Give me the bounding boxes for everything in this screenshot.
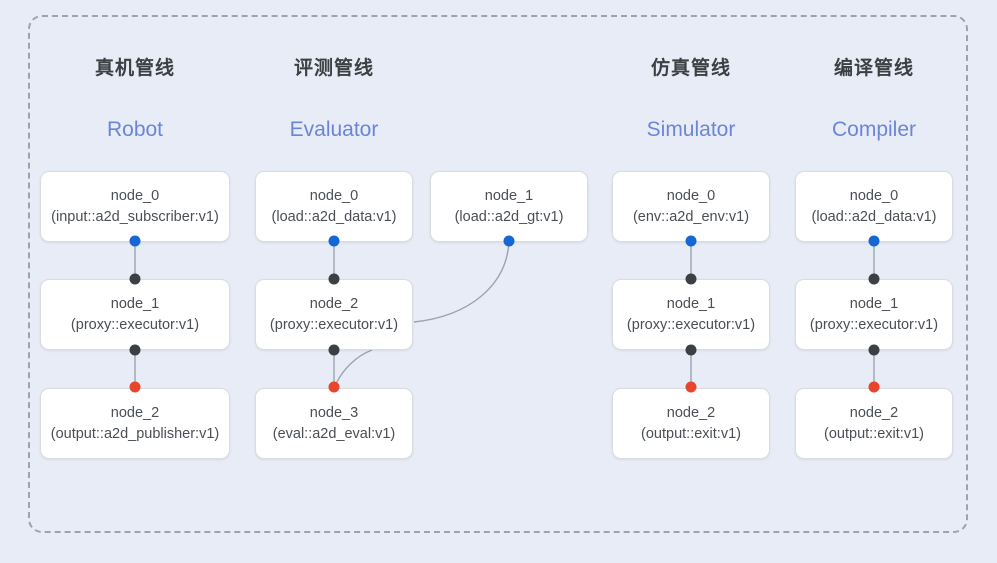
port-output-simulator-2[interactable] — [685, 381, 697, 393]
node-id: node_2 — [849, 404, 899, 421]
node-id: node_0 — [110, 187, 160, 204]
port-in-evaluator-2[interactable] — [328, 273, 340, 285]
node-type: (proxy::executor:v1) — [70, 316, 200, 333]
node-type: (eval::a2d_eval:v1) — [272, 425, 396, 442]
node-compiler-1[interactable]: node_1 (proxy::executor:v1) — [795, 279, 953, 350]
node-compiler-0[interactable]: node_0 (load::a2d_data:v1) — [795, 171, 953, 242]
node-simulator-2[interactable]: node_2 (output::exit:v1) — [612, 388, 770, 459]
node-robot-0[interactable]: node_0 (input::a2d_subscriber:v1) — [40, 171, 230, 242]
node-id: node_3 — [309, 404, 359, 421]
port-in-simulator-1[interactable] — [685, 273, 697, 285]
column-title-cn-compiler: 编译管线 — [833, 58, 914, 79]
port-out-simulator-1[interactable] — [685, 344, 697, 356]
column-title-cn-simulator: 仿真管线 — [650, 58, 731, 79]
port-input-evaluator-0[interactable] — [328, 235, 340, 247]
pipeline-column-compiler: 编译管线 Compiler — [795, 55, 953, 144]
node-id: node_1 — [666, 295, 716, 312]
port-output-evaluator-3[interactable] — [328, 381, 340, 393]
node-type: (proxy::executor:v1) — [626, 316, 756, 333]
node-id: node_0 — [666, 187, 716, 204]
port-out-evaluator-2[interactable] — [328, 344, 340, 356]
port-input-simulator-0[interactable] — [685, 235, 697, 247]
pipeline-column-simulator: 仿真管线 Simulator — [612, 55, 770, 144]
node-id: node_0 — [309, 187, 359, 204]
column-title-en-simulator: Simulator — [646, 118, 736, 141]
node-type: (proxy::executor:v1) — [269, 316, 399, 333]
node-evaluator-1[interactable]: node_1 (load::a2d_gt:v1) — [430, 171, 588, 242]
node-simulator-0[interactable]: node_0 (env::a2d_env:v1) — [612, 171, 770, 242]
port-input-robot-0[interactable] — [129, 235, 141, 247]
node-compiler-2[interactable]: node_2 (output::exit:v1) — [795, 388, 953, 459]
node-type: (load::a2d_data:v1) — [811, 208, 937, 225]
port-in-robot-1[interactable] — [129, 273, 141, 285]
port-output-robot-2[interactable] — [129, 381, 141, 393]
node-id: node_1 — [110, 295, 160, 312]
node-id: node_2 — [110, 404, 160, 421]
port-input-evaluator-1[interactable] — [503, 235, 515, 247]
node-id: node_1 — [849, 295, 899, 312]
node-type: (proxy::executor:v1) — [809, 316, 939, 333]
pipeline-column-robot: 真机管线 Robot — [40, 55, 230, 144]
column-title-en-compiler: Compiler — [831, 118, 917, 141]
node-evaluator-2[interactable]: node_2 (proxy::executor:v1) — [255, 279, 413, 350]
port-in-compiler-1[interactable] — [868, 273, 880, 285]
node-type: (output::exit:v1) — [824, 425, 924, 442]
port-out-robot-1[interactable] — [129, 344, 141, 356]
column-title-cn-evaluator: 评测管线 — [293, 58, 374, 79]
node-evaluator-0[interactable]: node_0 (load::a2d_data:v1) — [255, 171, 413, 242]
column-title-en-robot: Robot — [106, 118, 164, 141]
port-out-compiler-1[interactable] — [868, 344, 880, 356]
port-input-compiler-0[interactable] — [868, 235, 880, 247]
node-type: (load::a2d_gt:v1) — [454, 208, 564, 225]
node-robot-2[interactable]: node_2 (output::a2d_publisher:v1) — [40, 388, 230, 459]
column-title-cn-robot: 真机管线 — [94, 58, 175, 79]
node-id: node_2 — [666, 404, 716, 421]
node-id: node_1 — [484, 187, 534, 204]
node-type: (env::a2d_env:v1) — [632, 208, 750, 225]
node-type: (output::exit:v1) — [641, 425, 741, 442]
node-id: node_0 — [849, 187, 899, 204]
node-evaluator-3[interactable]: node_3 (eval::a2d_eval:v1) — [255, 388, 413, 459]
node-type: (load::a2d_data:v1) — [271, 208, 397, 225]
node-simulator-1[interactable]: node_1 (proxy::executor:v1) — [612, 279, 770, 350]
node-robot-1[interactable]: node_1 (proxy::executor:v1) — [40, 279, 230, 350]
column-title-en-evaluator: Evaluator — [289, 118, 379, 141]
pipeline-column-evaluator: 评测管线 Evaluator — [247, 55, 421, 144]
node-type: (output::a2d_publisher:v1) — [50, 425, 220, 442]
node-type: (input::a2d_subscriber:v1) — [51, 208, 219, 225]
dashed-frame-border — [28, 15, 968, 533]
port-output-compiler-2[interactable] — [868, 381, 880, 393]
node-id: node_2 — [309, 295, 359, 312]
